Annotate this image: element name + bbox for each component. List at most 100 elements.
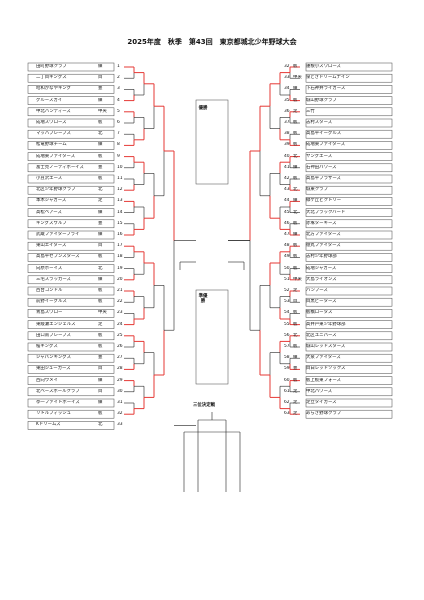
team-seed: 53 (284, 299, 290, 305)
team-area: 目 (98, 243, 103, 249)
team-box (305, 387, 393, 397)
team-area: 板 (293, 64, 298, 69)
team-box (27, 208, 115, 217)
team-area: 板 (293, 254, 298, 260)
team-area: 板 (293, 321, 298, 327)
team-seed: 19 (117, 265, 123, 271)
team-area: 板 (293, 142, 298, 148)
team-area: 板 (293, 310, 298, 316)
team-name: 赤塚ターキーズ (306, 220, 337, 226)
team-seed: 43 (284, 187, 290, 193)
team-seed: 38 (284, 131, 290, 137)
team-box (305, 96, 393, 105)
team-area: 板 (98, 153, 103, 159)
team-seed: 60 (284, 377, 290, 383)
team-name: 西台コンドル (36, 288, 63, 293)
team-name: 成増ジャガーズ (306, 265, 337, 271)
team-name: 高島平セブンスターズ (36, 254, 80, 260)
team-name: 田町野球クラブ (36, 64, 67, 69)
team-name: 蓮根小スワローズ (306, 64, 341, 69)
team-seed: 59 (284, 366, 290, 372)
team-box (305, 241, 393, 251)
team-name: Kドリームズ (36, 422, 61, 428)
team-box (305, 264, 393, 273)
team-box (27, 129, 115, 139)
team-box (305, 320, 393, 329)
team-area: 練 (293, 86, 298, 92)
team-seed: 54 (284, 310, 290, 316)
team-seed: 35 (284, 97, 290, 103)
team-box (305, 365, 393, 374)
team-name: 成増スワローズ (36, 120, 67, 125)
team-name: 志村少年野球部 (306, 254, 337, 260)
team-box (27, 353, 115, 363)
team-name: 田口南ブレーブス (36, 332, 71, 338)
team-box (305, 73, 393, 83)
team-name: 大島ライオンズ (306, 276, 337, 282)
team-area: 練 (98, 209, 103, 215)
team-box (305, 219, 393, 229)
team-name: 北区ユニパース (306, 332, 337, 338)
team-seed: 61 (284, 388, 290, 394)
team-seed: 11 (117, 176, 123, 181)
team-area: 足 (293, 411, 298, 417)
team-name: リトルフィッシュ (36, 411, 72, 417)
team-area: 練 (98, 97, 103, 103)
team-box (305, 331, 393, 341)
team-area: 練 (293, 164, 298, 170)
team-seed: 47 (284, 232, 290, 237)
team-box (305, 275, 393, 285)
team-seed: 51 (284, 276, 290, 282)
team-seed: 46 (284, 220, 290, 226)
team-name: 成増東ファイターズ (36, 153, 76, 159)
team-area: 足 (293, 288, 298, 293)
team-box (305, 107, 393, 117)
team-box (27, 118, 115, 128)
team-area: 板 (293, 243, 298, 249)
team-area: 中央 (98, 108, 107, 114)
team-seed: 52 (284, 288, 290, 293)
third-place-label: 三位決定戦 (193, 403, 215, 408)
team-area: 板 (293, 97, 298, 103)
team-box (27, 297, 115, 307)
team-name: 石神田パワーズ (306, 164, 337, 170)
team-name: 城山レッドスターズ (306, 344, 346, 349)
team-seed: 4 (117, 97, 120, 103)
team-seed: 9 (117, 153, 120, 159)
team-seed: 56 (284, 332, 290, 338)
team-name: 大北ブラックバード (306, 209, 346, 215)
team-seed: 21 (117, 288, 123, 293)
team-box (27, 253, 115, 262)
team-box (305, 309, 393, 318)
team-box (305, 163, 393, 173)
team-seed: 55 (284, 321, 290, 327)
team-seed: 20 (117, 276, 123, 282)
team-box (305, 376, 393, 385)
team-seed: 13 (117, 198, 123, 204)
team-area: 練 (98, 276, 103, 282)
team-seed: 7 (117, 131, 120, 137)
team-box (27, 365, 115, 374)
team-area: 練 (293, 232, 298, 237)
team-box (27, 197, 115, 206)
team-area: 板 (98, 288, 103, 293)
team-box (305, 398, 393, 408)
